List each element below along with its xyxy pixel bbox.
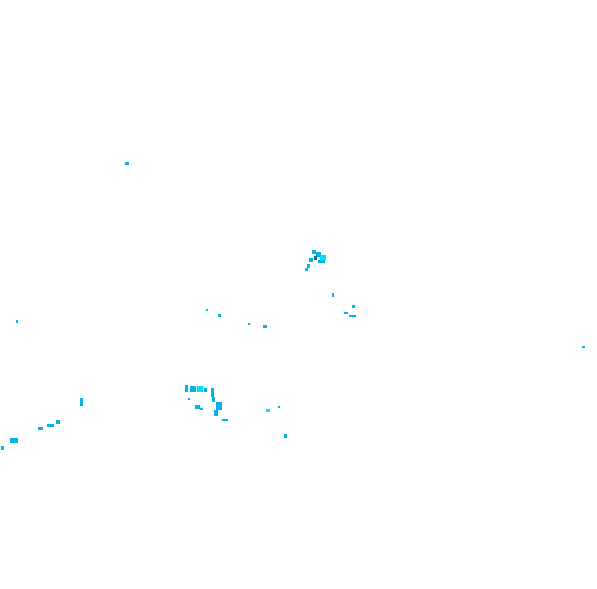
speckle-cluster-lower — [185, 385, 280, 421]
speckle — [309, 258, 313, 262]
speckle — [47, 424, 54, 427]
speckle — [307, 264, 310, 268]
speckle — [312, 250, 316, 254]
speckle — [38, 427, 43, 430]
speckle — [284, 434, 287, 438]
speckle — [185, 385, 188, 392]
speckle — [314, 256, 317, 260]
speckle — [190, 386, 196, 392]
speckle — [1, 446, 4, 450]
speckle — [332, 293, 334, 297]
speckle — [10, 438, 18, 443]
speckle — [222, 419, 228, 421]
speckle — [204, 388, 207, 392]
speckle — [125, 162, 129, 165]
speckle — [195, 405, 200, 409]
speckle — [278, 406, 280, 408]
speckle — [211, 388, 214, 397]
speckle — [80, 398, 83, 406]
speckle — [188, 398, 190, 400]
speckle — [16, 320, 18, 323]
speckle — [582, 346, 585, 348]
speckle — [200, 408, 203, 410]
speckle — [305, 268, 308, 271]
speckle — [206, 309, 208, 311]
speckle — [318, 260, 325, 263]
speckle — [212, 397, 215, 402]
speckle — [263, 325, 267, 328]
speckle-cluster-center — [305, 250, 326, 271]
speckle — [218, 314, 221, 317]
speckle — [216, 402, 222, 410]
speckle — [197, 386, 203, 392]
speckle — [320, 255, 326, 260]
speckle — [248, 323, 250, 325]
speckle — [316, 252, 321, 257]
speckle — [352, 305, 355, 308]
speckle — [214, 410, 218, 416]
speckle — [56, 420, 60, 424]
speckle — [344, 312, 348, 314]
speckle — [349, 315, 356, 317]
speckle — [266, 409, 270, 412]
